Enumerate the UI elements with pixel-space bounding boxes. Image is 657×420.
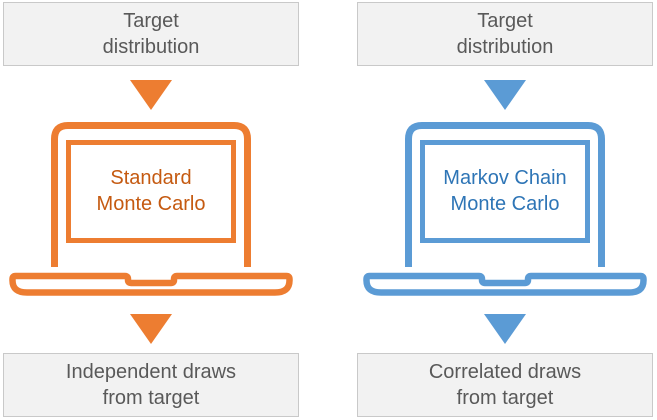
down-arrow-icon [130, 80, 172, 110]
down-arrow-icon [484, 80, 526, 110]
target-distribution-box: Target distribution [357, 2, 653, 66]
box-text-line: from target [102, 387, 200, 409]
laptop-icon [357, 120, 653, 298]
laptop-label: Markov Chain Monte Carlo [405, 165, 605, 217]
laptop-label-line: Markov Chain [443, 167, 567, 189]
column-markov-chain-monte-carlo: Target distribution Markov Chain Monte C… [357, 0, 653, 420]
laptop-label-line: Monte Carlo [96, 193, 206, 215]
output-box: Correlated draws from target [357, 353, 653, 417]
down-arrow-icon [130, 314, 172, 344]
laptop-label-line: Standard [110, 167, 192, 189]
laptop-label: Standard Monte Carlo [51, 165, 251, 217]
box-text-line: from target [456, 387, 554, 409]
box-text-line: distribution [456, 36, 554, 58]
laptop-label-line: Monte Carlo [450, 193, 560, 215]
laptop-icon [3, 120, 299, 298]
down-arrow-icon [484, 314, 526, 344]
output-box: Independent draws from target [3, 353, 299, 417]
box-text-line: Correlated draws [428, 361, 582, 383]
target-distribution-box: Target distribution [3, 2, 299, 66]
box-text-line: distribution [102, 36, 200, 58]
box-text-line: Target [477, 10, 533, 32]
box-text-line: Target [123, 10, 179, 32]
column-standard-monte-carlo: Target distribution Standard Monte Carlo [3, 0, 299, 420]
box-text-line: Independent draws [65, 361, 237, 383]
